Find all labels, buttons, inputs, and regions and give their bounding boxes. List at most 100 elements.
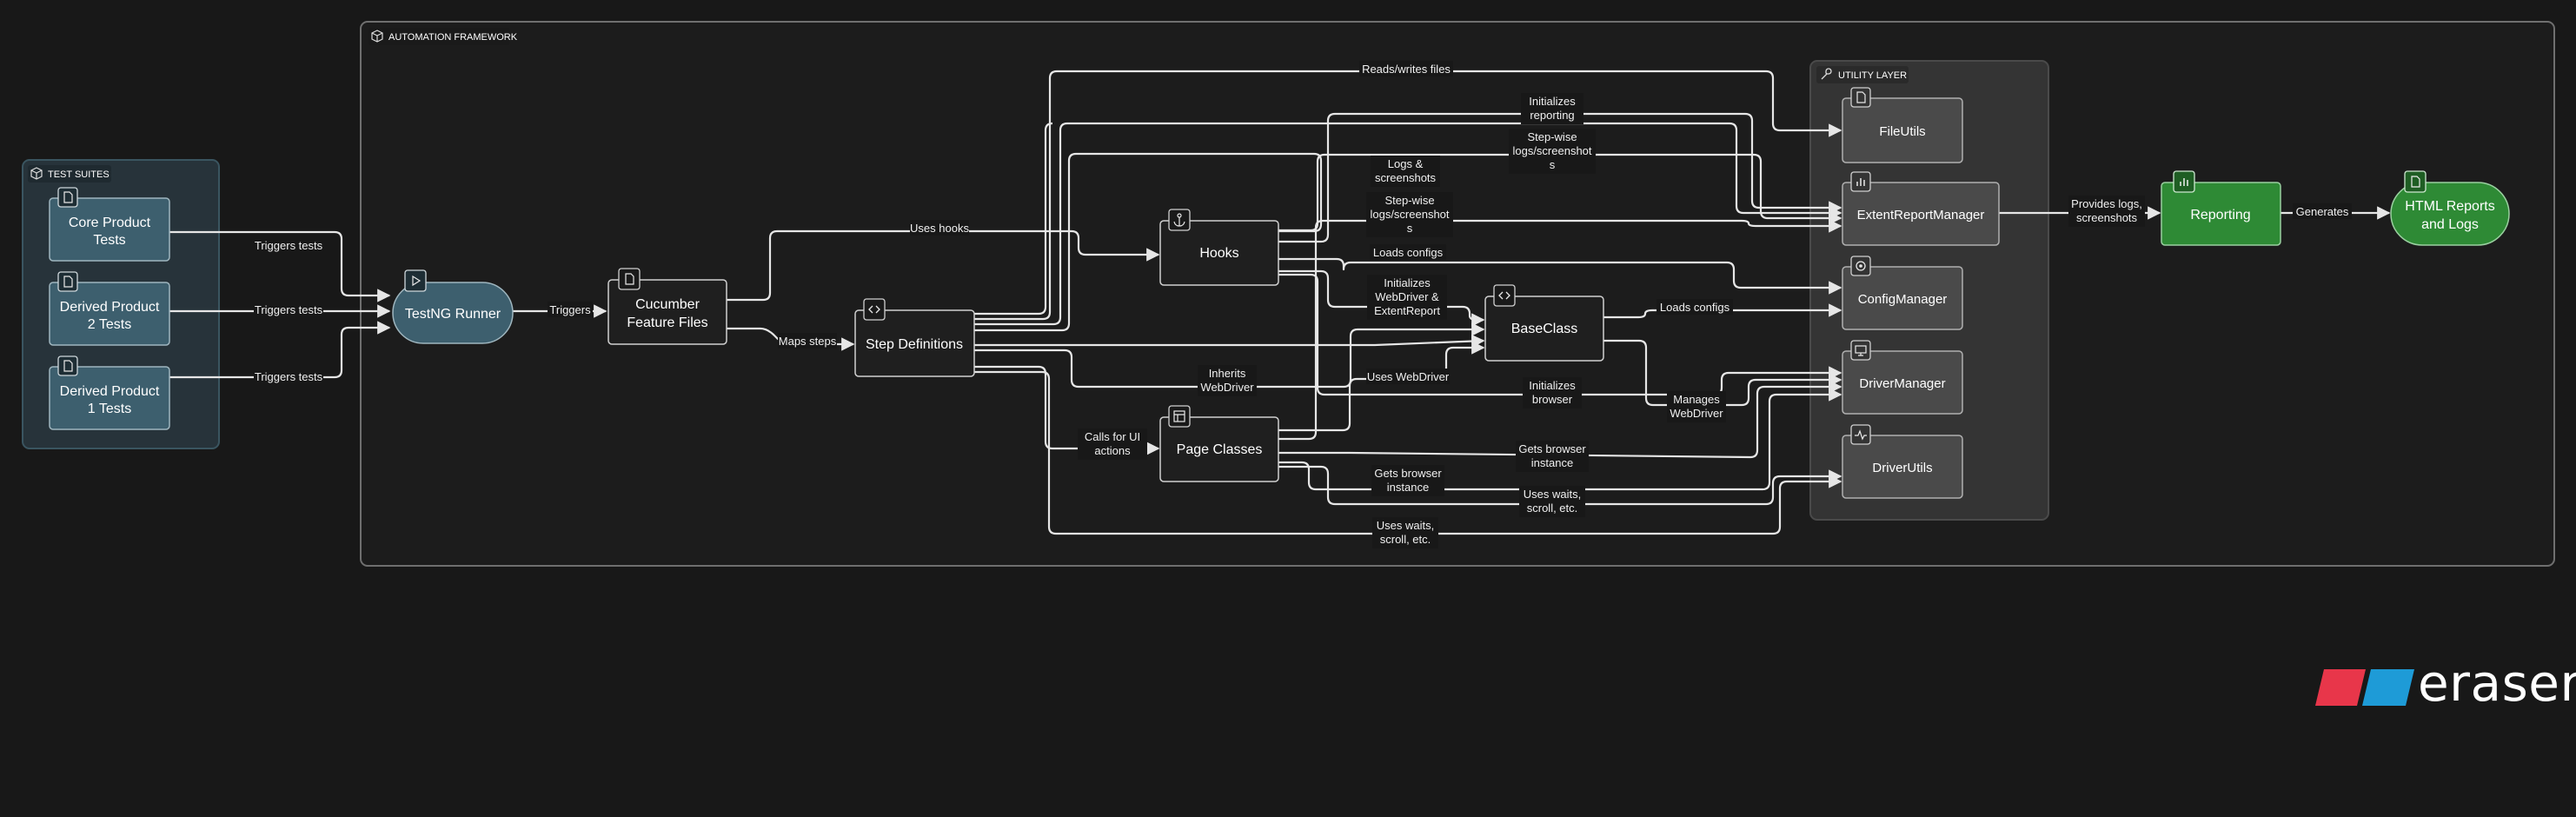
svg-text:Triggers tests: Triggers tests bbox=[255, 370, 323, 383]
svg-text:browser: browser bbox=[1532, 393, 1573, 406]
svg-text:Triggers: Triggers bbox=[549, 303, 591, 316]
svg-text:ConfigManager: ConfigManager bbox=[1858, 292, 1948, 307]
node-extent-report-manager[interactable]: ExtentReportManager bbox=[1842, 171, 2000, 246]
svg-text:logs/screenshot: logs/screenshot bbox=[1512, 144, 1591, 157]
edge-steps-to-extent bbox=[974, 122, 1842, 326]
edge-d1-to-runner bbox=[169, 321, 391, 379]
edge-label: Uses hooks bbox=[910, 220, 969, 236]
svg-text:Initializes: Initializes bbox=[1384, 276, 1431, 289]
edge-page-to-driver bbox=[1278, 380, 1842, 459]
svg-text:Loads configs: Loads configs bbox=[1660, 301, 1730, 314]
edge-labels: Triggers tests Triggers tests Triggers t… bbox=[254, 61, 2352, 548]
group-title-utility-layer: UTILITY LAYER bbox=[1838, 70, 1907, 81]
document-icon bbox=[57, 271, 78, 292]
edge-steps-to-base bbox=[974, 334, 1485, 349]
svg-text:screenshots: screenshots bbox=[1375, 171, 1437, 184]
svg-text:Feature Files: Feature Files bbox=[627, 316, 707, 330]
svg-text:Tests: Tests bbox=[93, 233, 125, 248]
svg-text:DriverManager: DriverManager bbox=[1859, 376, 1945, 391]
edge-label: Uses WebDriver bbox=[1366, 369, 1450, 384]
svg-text:WebDriver: WebDriver bbox=[1200, 381, 1254, 394]
svg-text:Loads configs: Loads configs bbox=[1373, 246, 1444, 259]
svg-text:Provides logs,: Provides logs, bbox=[2071, 197, 2142, 210]
node-html-reports[interactable]: HTML Reports and Logs bbox=[2390, 170, 2510, 246]
svg-text:Triggers tests: Triggers tests bbox=[255, 239, 323, 252]
node-base-class[interactable]: BaseClass bbox=[1484, 284, 1604, 362]
node-driver-manager[interactable]: DriverManager bbox=[1842, 340, 1963, 415]
svg-text:Core Product: Core Product bbox=[69, 216, 151, 230]
node-derived-product-1-tests[interactable]: Derived Product 1 Tests bbox=[49, 355, 170, 430]
bar-chart-icon bbox=[2173, 170, 2195, 193]
edge-label: Uses waits,scroll, etc. bbox=[1372, 517, 1438, 548]
layout-icon bbox=[1168, 405, 1191, 428]
svg-text:WebDriver &: WebDriver & bbox=[1375, 290, 1439, 303]
node-testng-runner[interactable]: TestNG Runner bbox=[392, 269, 514, 344]
svg-text:Inherits: Inherits bbox=[1209, 367, 1246, 380]
edge-core-to-runner bbox=[169, 230, 391, 302]
svg-text:Cucumber: Cucumber bbox=[635, 297, 700, 312]
bar-chart-icon bbox=[1850, 171, 1871, 192]
document-icon bbox=[57, 355, 78, 376]
activity-icon bbox=[1850, 424, 1871, 445]
gear-icon bbox=[1850, 256, 1871, 276]
svg-text:HTML Reports: HTML Reports bbox=[2405, 199, 2494, 214]
node-reporting[interactable]: Reporting bbox=[2161, 170, 2281, 246]
svg-text:Uses WebDriver: Uses WebDriver bbox=[1367, 370, 1450, 383]
edge-label: Generates bbox=[2293, 203, 2352, 219]
edge-page-to-extent bbox=[1278, 219, 1842, 441]
node-file-utils[interactable]: FileUtils bbox=[1842, 87, 1963, 163]
svg-text:Hooks: Hooks bbox=[1199, 246, 1238, 261]
node-hooks[interactable]: Hooks bbox=[1159, 209, 1279, 286]
svg-text:instance: instance bbox=[1387, 481, 1429, 494]
play-icon bbox=[404, 269, 427, 292]
document-icon bbox=[1850, 87, 1871, 108]
eraser-logo-icon bbox=[2315, 669, 2414, 706]
node-config-manager[interactable]: ConfigManager bbox=[1842, 256, 1963, 330]
edge-hooks-to-driver-init bbox=[1278, 273, 1842, 396]
svg-text:Generates: Generates bbox=[2296, 205, 2349, 218]
node-core-product-tests[interactable]: Core Product Tests bbox=[49, 187, 170, 262]
svg-text:ExtentReport: ExtentReport bbox=[1374, 304, 1440, 317]
node-derived-product-2-tests[interactable]: Derived Product 2 Tests bbox=[49, 271, 170, 346]
node-page-classes[interactable]: Page Classes bbox=[1159, 405, 1279, 482]
svg-text:Step Definitions: Step Definitions bbox=[866, 337, 963, 352]
svg-text:Initializes: Initializes bbox=[1529, 95, 1576, 108]
svg-text:Gets browser: Gets browser bbox=[1518, 442, 1586, 455]
code-icon bbox=[1493, 284, 1516, 307]
edge-label: Reads/writes files bbox=[1359, 61, 1453, 76]
edge-label: Loads configs bbox=[1656, 299, 1733, 315]
svg-text:s: s bbox=[1407, 222, 1413, 235]
edge-label: Triggers tests bbox=[254, 237, 323, 253]
svg-text:instance: instance bbox=[1531, 456, 1573, 469]
wrench-icon bbox=[1821, 68, 1832, 80]
svg-text:and Logs: and Logs bbox=[2421, 217, 2479, 232]
group-title-test-suites: TEST SUITES bbox=[48, 169, 110, 180]
svg-text:Step-wise: Step-wise bbox=[1527, 130, 1577, 143]
svg-text:Calls for UI: Calls for UI bbox=[1085, 430, 1140, 443]
node-driver-utils[interactable]: DriverUtils bbox=[1842, 424, 1963, 499]
svg-text:1 Tests: 1 Tests bbox=[88, 402, 131, 416]
node-cucumber-feature-files[interactable]: Cucumber Feature Files bbox=[607, 268, 727, 345]
svg-text:DriverUtils: DriverUtils bbox=[1872, 461, 1932, 475]
edge-label: Uses waits,scroll, etc. bbox=[1519, 486, 1585, 517]
svg-text:logs/screenshot: logs/screenshot bbox=[1370, 208, 1449, 221]
anchor-icon bbox=[1168, 209, 1191, 231]
nodes: Core Product Tests Derived Product 2 Tes… bbox=[49, 87, 2510, 499]
edge-label: Provides logs,screenshots bbox=[2068, 196, 2145, 227]
code-icon bbox=[863, 298, 886, 321]
edge-label: Triggers bbox=[548, 302, 593, 317]
svg-text:Gets browser: Gets browser bbox=[1374, 467, 1442, 480]
document-icon bbox=[618, 268, 641, 290]
edge-steps-to-hooks-loop bbox=[974, 152, 1323, 332]
cube-icon bbox=[371, 30, 383, 43]
node-step-definitions[interactable]: Step Definitions bbox=[854, 298, 975, 377]
